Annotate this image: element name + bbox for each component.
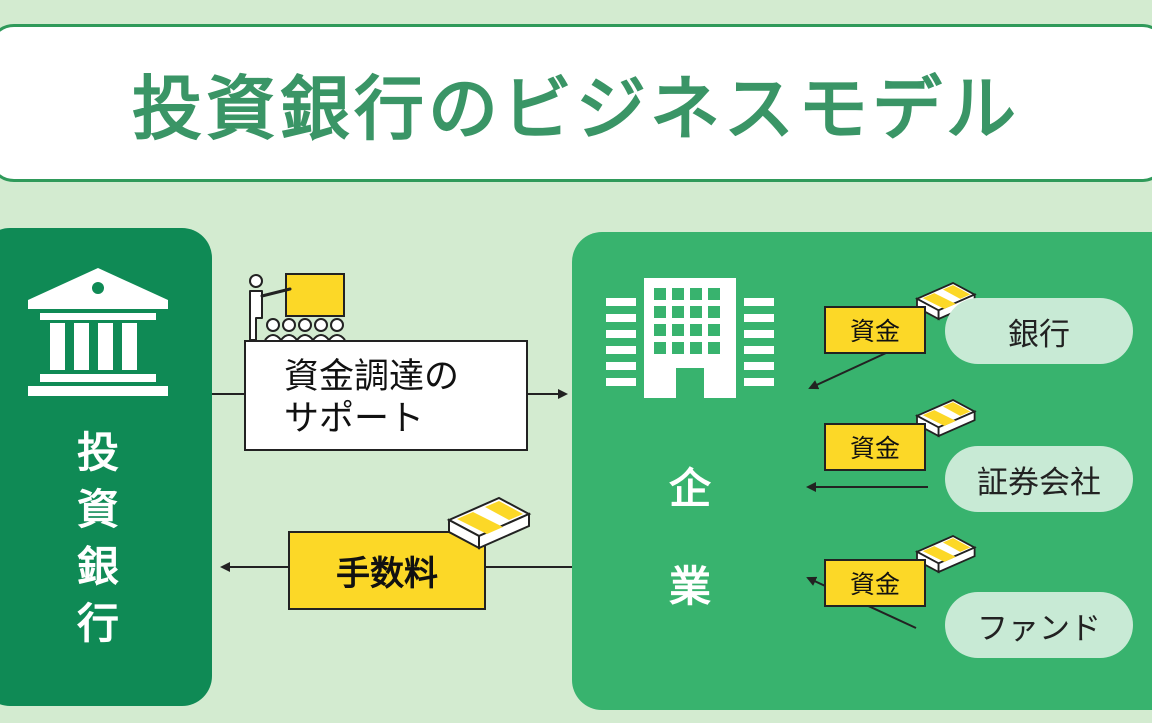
investment-bank-label: 投 資 銀 行 [76,428,119,648]
fee-box: 手数料 [288,531,486,610]
fund-box-securities: 資金 [824,423,926,471]
fund-box-fund: 資金 [824,559,926,607]
source-fund: ファンド [945,592,1133,658]
bank-funding-arrow [808,352,887,390]
funding-support-box: 資金調達の サポート [244,340,528,451]
support-line1: 資金調達の [284,357,460,397]
money-bundle-icon [914,399,977,438]
money-bundle-icon [914,535,977,574]
source-securities-company: 証券会社 [945,446,1133,512]
company-label: 企 業 [668,464,711,611]
title-banner [0,24,1152,182]
fund-box-bank: 資金 [824,306,926,354]
support-line2: サポート [284,399,425,439]
page-title: 投資銀行のビジネスモデル [132,67,1020,150]
source-bank: 銀行 [945,298,1133,364]
money-bundle-icon [446,496,532,550]
